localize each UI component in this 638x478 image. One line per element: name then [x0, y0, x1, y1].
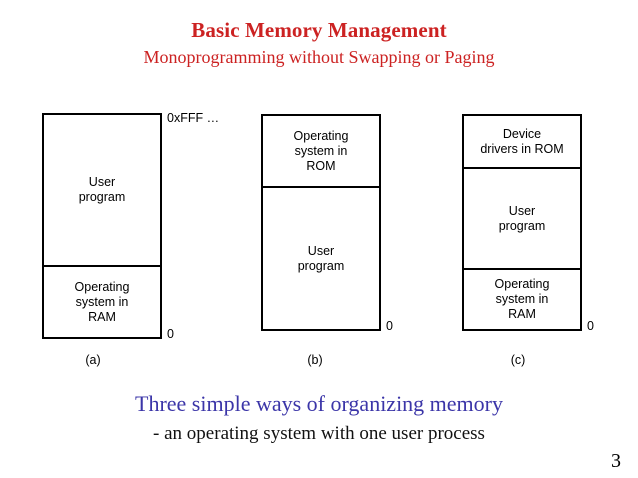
segment-line: User: [88, 175, 116, 189]
figure-caption-c: (c): [510, 353, 526, 367]
footer-headline: Three simple ways of organizing memory: [135, 391, 503, 416]
memory-segment-user-program-b: User program: [263, 186, 379, 329]
segment-line: system in: [495, 292, 549, 306]
figure-caption-a: (a): [85, 353, 101, 367]
memory-diagram-b: Operating system in ROM User program: [261, 114, 381, 331]
footer-subline: - an operating system with one user proc…: [153, 423, 485, 444]
segment-line: Device: [502, 126, 542, 141]
segment-line: Operating: [74, 279, 130, 294]
segment-line: Operating: [293, 128, 349, 143]
memory-diagram-a: User program Operating system in RAM: [42, 113, 162, 339]
segment-line: User: [307, 243, 335, 258]
segment-line: drivers in ROM: [480, 141, 564, 156]
memory-segment-user-program-a: User program: [44, 115, 160, 265]
memory-segment-operating-system-ram-a: Operating system in RAM: [44, 265, 160, 337]
memory-segment-operating-system-rom-b: Operating system in ROM: [263, 116, 379, 186]
segment-line: program: [78, 190, 126, 204]
memory-segment-user-program-c: User program: [464, 167, 580, 268]
segment-line: system in: [294, 143, 348, 158]
figure-caption-b: (b): [307, 353, 323, 367]
segment-line: Operating: [494, 277, 550, 291]
memory-segment-device-drivers-rom-c: Device drivers in ROM: [464, 116, 580, 167]
address-label-zero-b: 0: [386, 319, 393, 333]
memory-diagram-c: Device drivers in ROM User program Opera…: [462, 114, 582, 331]
segment-line: ROM: [306, 158, 336, 173]
segment-line: program: [297, 258, 345, 273]
address-label-zero-a: 0: [167, 327, 174, 341]
address-label-top-a: 0xFFF …: [167, 111, 220, 125]
address-label-zero-c: 0: [587, 319, 594, 333]
memory-segment-operating-system-ram-c: Operating system in RAM: [464, 268, 580, 329]
page-number: 3: [611, 450, 621, 472]
segment-line: RAM: [508, 307, 536, 321]
slide-title: Basic Memory Management: [191, 18, 447, 42]
segment-line: User: [508, 203, 536, 218]
segment-line: program: [498, 218, 546, 233]
segment-line: system in: [75, 294, 129, 309]
segment-line: RAM: [88, 309, 116, 324]
slide-subtitle: Monoprogramming without Swapping or Pagi…: [143, 47, 495, 67]
